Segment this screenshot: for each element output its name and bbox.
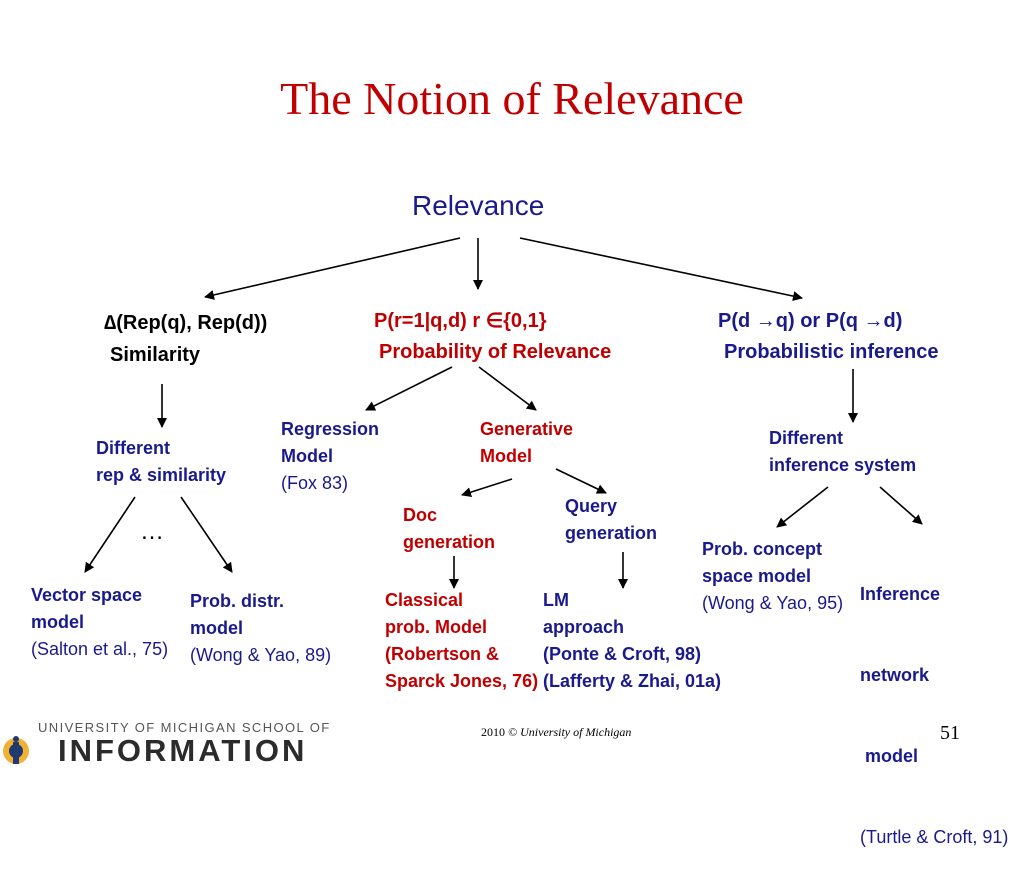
infsys-line-2: inference system: [769, 455, 917, 475]
footer-copyright-text: © University of Michigan: [508, 725, 632, 739]
ellipsis: …: [140, 518, 166, 545]
arrow-infsys-network: [879, 486, 923, 525]
arrows-layer: [84, 237, 923, 589]
arrow-infsys-concept: [776, 486, 829, 528]
infsys-line-1: Different: [769, 428, 844, 448]
doc-generation: Doc generation: [403, 502, 495, 556]
regression-line-1: Regression: [281, 419, 380, 439]
classical-line-2: prob. Model: [385, 617, 487, 637]
logo-big-text: INFORMATION: [58, 733, 308, 768]
classical-line-3: (Robertson &: [385, 644, 499, 664]
footer-year: 2010: [481, 725, 505, 739]
querygen-line-2: generation: [565, 523, 658, 543]
regression-citation: (Fox 83): [281, 473, 349, 493]
umsi-logo-mark: [3, 736, 29, 764]
different-rep-line-2: rep & similarity: [96, 465, 227, 485]
probability-label: Probability of Relevance: [379, 341, 612, 363]
inference-formula: P(d →q) or P(q →d): [718, 310, 903, 332]
root-node-relevance: Relevance: [412, 190, 545, 221]
vector-line-1: Vector space: [31, 585, 143, 605]
vector-space-model: Vector space model (Salton et al., 75): [31, 582, 168, 663]
inference-network-model: Inference network model (Turtle & Croft,…: [860, 527, 1008, 878]
similarity-label: Similarity: [110, 344, 201, 366]
probdistr-line-1: Prob. distr.: [190, 591, 285, 611]
regression-model: Regression Model (Fox 83): [281, 416, 379, 497]
page-number: 51: [940, 722, 960, 744]
vector-line-2: model: [31, 612, 85, 632]
different-rep-line-1: Different: [96, 438, 171, 458]
arrow-generative-query: [555, 468, 607, 494]
docgen-line-1: Doc: [403, 505, 438, 525]
concept-citation: (Wong & Yao, 95): [702, 593, 844, 613]
vector-citation: (Salton et al., 75): [31, 639, 169, 659]
arrow-prob-generative: [478, 366, 537, 411]
inference-label: Probabilistic inference: [724, 341, 939, 363]
page-title: The Notion of Relevance: [280, 73, 744, 124]
concept-line-2: space model: [702, 566, 812, 586]
generative-line-1: Generative: [480, 419, 574, 439]
lm-line-2: approach: [543, 617, 625, 637]
classical-line-4: Sparck Jones, 76): [385, 671, 539, 691]
different-inference-system: Different inference system: [769, 425, 916, 479]
network-line-3: model: [860, 746, 919, 766]
network-citation: (Turtle & Croft, 91): [860, 827, 1009, 847]
generative-line-2: Model: [480, 446, 532, 466]
query-generation: Query generation: [565, 493, 657, 547]
probdistr-line-2: model: [190, 618, 244, 638]
lm-line-1: LM: [543, 590, 569, 610]
arrow-generative-doc: [461, 478, 513, 498]
lm-line-3: (Ponte & Croft, 98): [543, 644, 702, 664]
arrow-different-probdistr: [180, 496, 233, 573]
footer-copyright: 2010 © University of Michigan: [481, 725, 631, 740]
arrow-root-inference: [519, 237, 803, 302]
logo-top-text: UNIVERSITY OF MICHIGAN SCHOOL OF: [38, 720, 331, 735]
concept-line-1: Prob. concept: [702, 539, 823, 559]
arrow-prob-regression: [365, 366, 453, 411]
probability-formula: P(r=1|q,d) r ∈{0,1}: [374, 310, 547, 332]
querygen-line-1: Query: [565, 496, 618, 516]
regression-line-2: Model: [281, 446, 333, 466]
similarity-formula: ∆(Rep(q), Rep(d)): [104, 312, 268, 334]
arrow-different-vector: [84, 496, 136, 573]
network-line-2: network: [860, 665, 930, 685]
docgen-line-2: generation: [403, 532, 496, 552]
lm-approach: LM approach (Ponte & Croft, 98) (Laffert…: [543, 587, 721, 695]
network-line-1: Inference: [860, 584, 941, 604]
prob-distr-model: Prob. distr. model (Wong & Yao, 89): [190, 588, 331, 669]
prob-concept-space-model: Prob. concept space model (Wong & Yao, 9…: [702, 536, 843, 617]
classical-line-1: Classical: [385, 590, 464, 610]
lm-line-4: (Lafferty & Zhai, 01a): [543, 671, 722, 691]
arrow-root-similarity: [204, 237, 461, 300]
different-rep-similarity: Different rep & similarity: [96, 435, 226, 489]
generative-model: Generative Model: [480, 416, 573, 470]
classical-prob-model: Classical prob. Model (Robertson & Sparc…: [385, 587, 538, 695]
probdistr-citation: (Wong & Yao, 89): [190, 645, 332, 665]
